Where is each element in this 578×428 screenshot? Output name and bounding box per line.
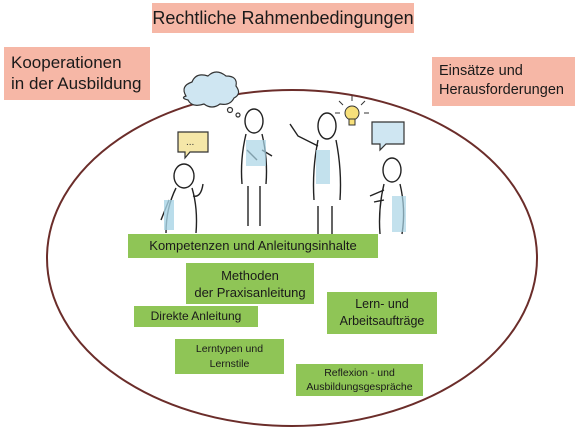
person-figure-1 xyxy=(160,163,204,234)
methods-box: Methoden der Praxisanleitung xyxy=(186,263,314,304)
challenges-line-2: Herausforderungen xyxy=(439,82,564,98)
reflection-line-2: Ausbildungsgespräche xyxy=(306,381,413,393)
cooperation-line-2: in der Ausbildung xyxy=(11,74,142,93)
cooperation-line-1: Kooperationen xyxy=(11,53,122,72)
learning-types-line-1: Lerntypen und xyxy=(195,343,264,355)
competencies-text: Kompetenzen und Anleitungsinhalte xyxy=(149,238,357,253)
methods-line-2: der Praxisanleitung xyxy=(194,285,306,300)
speech-bubble-dots: ... xyxy=(186,137,194,148)
reflection-box: Reflexion - und Ausbildungsgespräche xyxy=(296,364,423,396)
learning-types-line-2: Lernstile xyxy=(209,358,250,370)
cooperation-box: Kooperationen in der Ausbildung xyxy=(4,47,150,100)
outer-circle xyxy=(46,89,538,427)
learning-tasks-box: Lern- und Arbeitsaufträge xyxy=(327,292,437,334)
learning-types-box: Lerntypen und Lernstile xyxy=(175,339,284,374)
thought-cloud-icon xyxy=(182,71,241,118)
person-figure-2 xyxy=(240,108,273,226)
challenges-box: Einsätze und Herausforderungen xyxy=(432,57,575,106)
speech-bubble-icon: ... xyxy=(177,131,209,160)
direct-guidance-box: Direkte Anleitung xyxy=(134,306,258,327)
person-figure-4 xyxy=(369,157,406,235)
challenges-line-1: Einsätze und xyxy=(439,63,523,79)
light-bulb-icon xyxy=(335,96,369,126)
methods-line-1: Methoden xyxy=(221,268,279,283)
title-box: Rechtliche Rahmenbedingungen xyxy=(152,3,414,33)
learning-tasks-line-1: Lern- und xyxy=(355,297,409,311)
learning-tasks-line-2: Arbeitsaufträge xyxy=(339,314,425,328)
competencies-box: Kompetenzen und Anleitungsinhalte xyxy=(128,234,378,258)
title-text: Rechtliche Rahmenbedingungen xyxy=(152,8,414,28)
reflection-line-1: Reflexion - und xyxy=(324,367,395,379)
speech-bubble-right-icon xyxy=(371,121,405,152)
person-figure-3 xyxy=(289,112,342,236)
direct-guidance-text: Direkte Anleitung xyxy=(150,309,242,323)
